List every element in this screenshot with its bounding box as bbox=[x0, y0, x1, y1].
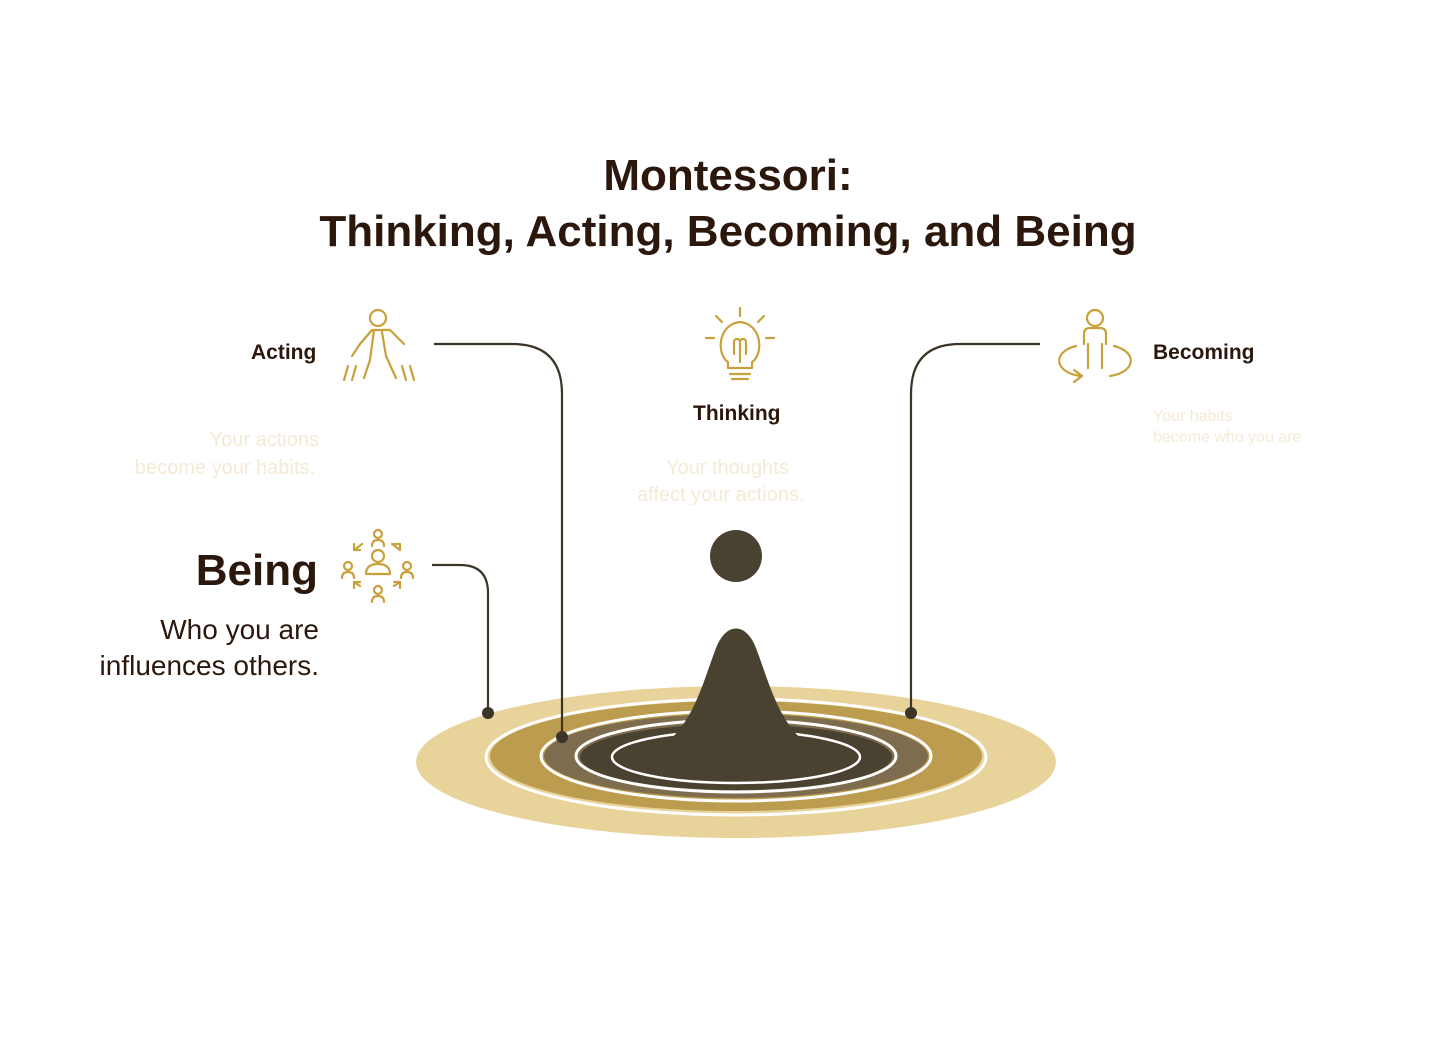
being-description-line-1: Who you are bbox=[160, 614, 319, 645]
being-description-line-2: influences others. bbox=[99, 650, 319, 681]
person-rotation-icon bbox=[1058, 308, 1132, 384]
diagram-title-line-1: Montessori: bbox=[603, 151, 853, 200]
splash-column bbox=[640, 628, 832, 758]
lightbulb-icon bbox=[704, 306, 776, 381]
thinking-label: Thinking bbox=[693, 402, 781, 425]
connector-dot-being bbox=[482, 707, 494, 719]
becoming-description-line-2: become who you are bbox=[1153, 429, 1302, 446]
walking-person-icon bbox=[342, 308, 416, 382]
community-icon bbox=[340, 528, 415, 604]
acting-description-line-2: become your habits. bbox=[134, 457, 315, 479]
connector-acting bbox=[434, 342, 564, 737]
diagram-title-line-2: Thinking, Acting, Becoming, and Being bbox=[319, 207, 1137, 256]
becoming-label: Becoming bbox=[1153, 341, 1255, 364]
falling-droplet bbox=[710, 530, 762, 582]
connector-dot-acting bbox=[556, 731, 568, 743]
connector-lines bbox=[432, 342, 1040, 737]
thinking-description-line-1: Your thoughts bbox=[666, 457, 789, 479]
connector-becoming bbox=[909, 342, 1040, 713]
becoming-description-line-1: Your habits bbox=[1153, 408, 1233, 425]
acting-description-line-1: Your actions bbox=[209, 429, 319, 451]
thinking-description-line-2: affect your actions. bbox=[637, 484, 805, 506]
being-label: Being bbox=[195, 546, 318, 595]
being-description: Who you are influences others. bbox=[100, 612, 319, 684]
connector-dot-becoming bbox=[905, 707, 917, 719]
acting-label: Acting bbox=[251, 341, 317, 364]
connector-being bbox=[432, 563, 490, 713]
